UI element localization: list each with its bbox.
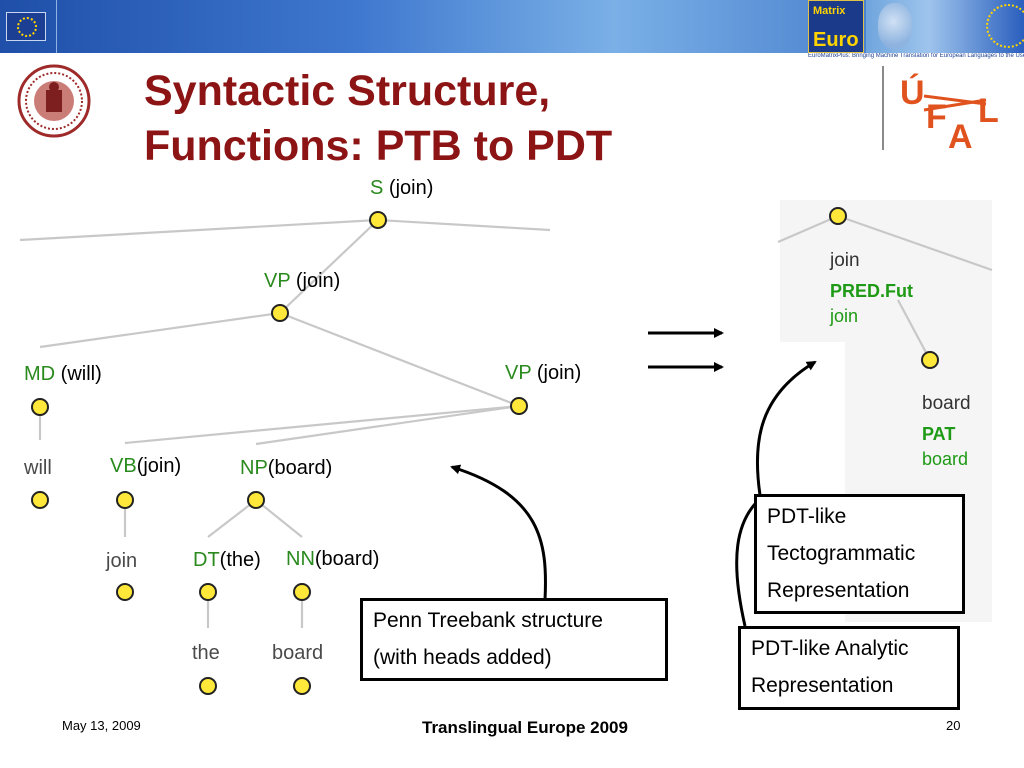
cat-md: MD — [24, 363, 56, 385]
tecto-edges — [777, 214, 993, 361]
label-dt: DT(the) — [193, 548, 261, 572]
cat-vp1: VP — [264, 270, 291, 292]
label-md: MD (will) — [24, 362, 102, 386]
head-dt: (the) — [219, 549, 261, 571]
cat-np: NP — [240, 457, 268, 479]
head-s: (join) — [388, 177, 434, 199]
label-s: S (join) — [370, 176, 433, 200]
head-vp2: (join) — [536, 362, 582, 384]
slide-title: Syntactic Structure, Functions: PTB to P… — [144, 64, 612, 174]
leaf-board: board — [272, 642, 324, 664]
node-nn — [293, 583, 311, 601]
head-vp1: (join) — [295, 270, 341, 292]
tecto-box-line-1: PDT-like — [767, 505, 847, 528]
footer-event: Translingual Europe 2009 — [422, 718, 628, 737]
label-vb: VB(join) — [110, 454, 181, 478]
analytic-representation-box: PDT-like Analytic Representation — [738, 626, 960, 710]
tecto-panel-bg — [780, 200, 992, 342]
euromatrix-logo: Matrix Euro — [808, 0, 864, 53]
node-md — [31, 398, 49, 416]
node-tecto-board — [921, 351, 939, 369]
label-vp1: VP (join) — [264, 269, 340, 293]
node-dt — [199, 583, 217, 601]
analytic-box-line-2: Representation — [751, 674, 894, 697]
tecto-child-functor: PAT — [922, 424, 956, 444]
ufal-logo-icon: Ú F A L — [900, 74, 999, 156]
tecto-root-functor: PRED.Fut — [830, 281, 913, 301]
node-the — [199, 677, 217, 695]
node-vp2 — [510, 397, 528, 415]
head-nn: (board) — [314, 548, 380, 570]
node-will — [31, 491, 49, 509]
ptb-structure-box: Penn Treebank structure (with heads adde… — [360, 598, 668, 681]
header-tagline: EuroMatrixPlus: Bringing Machine Transla… — [808, 53, 1024, 59]
cat-vb: VB — [110, 455, 137, 477]
logo-text-matrix: Matrix — [813, 5, 846, 17]
label-nn: NN(board) — [286, 547, 379, 571]
analytic-box-line-1: PDT-like Analytic — [751, 637, 909, 660]
callout-ptb — [450, 464, 547, 601]
node-join — [116, 583, 134, 601]
header-banner: Matrix Euro — [0, 0, 1024, 53]
label-vp2: VP (join) — [505, 361, 581, 385]
cat-dt: DT — [193, 549, 220, 571]
tree-nodes — [31, 207, 939, 695]
cat-vp2: VP — [505, 362, 532, 384]
leaf-the: the — [192, 642, 220, 664]
node-s — [369, 211, 387, 229]
ptb-box-line-1: Penn Treebank structure — [373, 609, 603, 632]
university-seal-icon — [17, 64, 91, 138]
title-line-1: Syntactic Structure, — [144, 67, 551, 115]
ptb-edges — [19, 218, 551, 628]
ptb-box-line-2: (with heads added) — [373, 646, 552, 669]
tecto-child-form: board — [922, 449, 969, 469]
node-board — [293, 677, 311, 695]
head-vb: (join) — [136, 455, 182, 477]
head-md: (will) — [60, 363, 102, 385]
svg-text:A: A — [948, 118, 973, 156]
banner-divider — [56, 0, 57, 53]
cat-nn: NN — [286, 548, 315, 570]
title-line-2: Functions: PTB to PDT — [144, 122, 613, 170]
eu-flag-icon — [6, 12, 46, 41]
cat-s: S — [370, 177, 384, 199]
label-np: NP(board) — [240, 456, 332, 480]
head-np: (board) — [267, 457, 333, 479]
banner-face-image — [866, 0, 1024, 53]
node-tecto-join — [829, 207, 847, 225]
node-vb — [116, 491, 134, 509]
footer-page-number: 20 — [946, 718, 961, 733]
tecto-box-line-3: Representation — [767, 579, 910, 602]
leaf-join: join — [106, 550, 138, 572]
node-vp1 — [271, 304, 289, 322]
svg-text:Ú: Ú — [900, 74, 925, 112]
callout-tecto — [755, 360, 817, 496]
node-np — [247, 491, 265, 509]
tecto-representation-box: PDT-like Tectogrammatic Representation — [754, 494, 965, 614]
transform-arrows — [450, 328, 817, 627]
tecto-root-lemma: join — [830, 250, 860, 271]
logo-divider — [882, 66, 884, 150]
leaf-will: will — [24, 457, 52, 479]
callout-analytic — [735, 495, 763, 627]
tecto-box-line-2: Tectogrammatic — [767, 542, 916, 565]
logo-text-euro: Euro — [813, 29, 859, 51]
tecto-root-form: join — [830, 306, 859, 326]
tecto-child-lemma: board — [922, 393, 971, 414]
footer-date: May 13, 2009 — [62, 718, 141, 733]
